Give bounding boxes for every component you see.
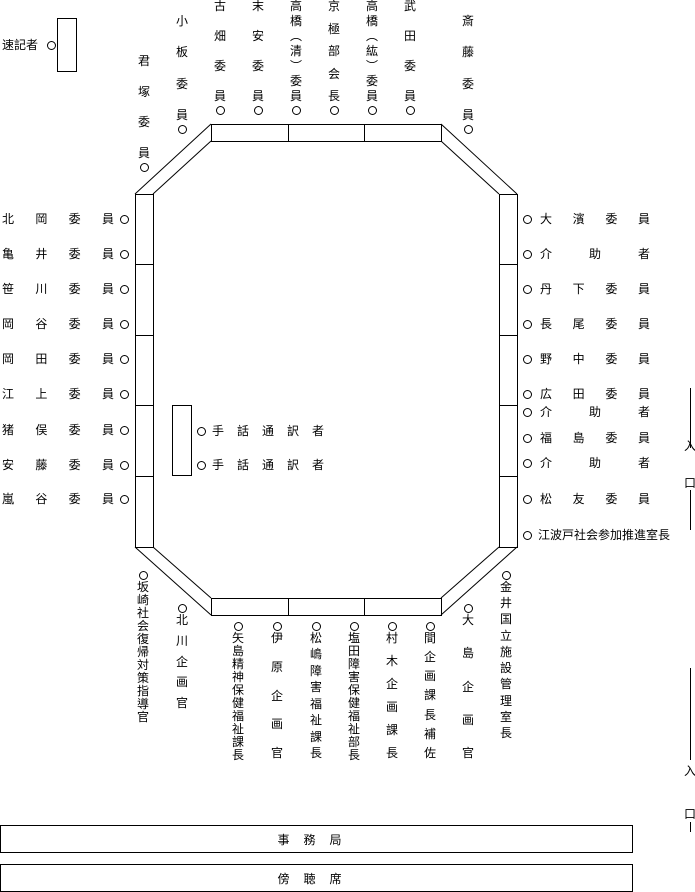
seat-marker [523,215,532,224]
seat-marker [120,461,129,470]
left-seat-label: 亀井委員 [2,247,114,261]
right-seat-label: 介助者 [540,405,650,419]
seat-marker [234,622,243,631]
seat-marker [426,622,435,631]
secretariat-label: 事務局 [277,832,356,847]
bottom-seat-label: 松嶋障害福祉課長 [309,631,322,760]
bottom-seat-label: 坂崎社会復帰対策指導官 [136,580,149,724]
top-seat-label: 古畑委員 [213,0,226,103]
entrance-2[interactable]: 入口 [683,764,695,821]
seat-marker [139,571,148,580]
left-seat-label: 北岡委員 [2,212,114,226]
seat-marker [120,320,129,329]
seat-marker [216,106,225,115]
seat-marker [523,459,532,468]
seat-marker [120,250,129,259]
bottom-seat-label: 伊原企画官 [270,631,283,760]
bottom-seat-label: 金井国立施設管理室長 [499,580,512,740]
left-seat-label: 安藤委員 [2,458,114,472]
seat-marker [292,106,301,115]
bottom-seat-label: 北川企画官 [175,613,188,710]
top-seat-label: 君塚委員 [137,54,150,160]
seat-marker [140,163,149,172]
right-seat-label: 丹下委員 [540,282,650,296]
left-seat-label: 江上委員 [2,387,114,401]
seat-marker [523,390,532,399]
top-seat-label: 京極部会長 [327,0,340,103]
right-seat-label: 福島委員 [540,431,650,445]
seat-marker [120,215,129,224]
seat-marker [120,355,129,364]
seat-marker [523,408,532,417]
seat-marker [330,106,339,115]
right-official-label: 江波戸社会参加推進室長 [538,528,671,542]
top-seat-label: 高橋︵紘︶委員 [365,0,378,103]
top-seat-label: 末安委員 [251,0,264,103]
seat-marker [388,622,397,631]
left-seat-label: 猪俣委員 [2,423,114,437]
seat-marker [273,622,282,631]
seat-marker [464,125,473,134]
bottom-seat-label: 塩田障害保健福祉部長 [347,631,360,762]
left-seat-label: 嵐谷委員 [2,492,114,506]
seat-marker [254,106,263,115]
interpreter-label: 手話通訳者 [212,458,324,472]
stenographer-label: 速記者 [2,38,39,52]
seat-marker [120,390,129,399]
top-seat-label: 小板委員 [175,14,188,122]
top-seat-label: 斎藤委員 [461,14,474,122]
left-seat-label: 笹川委員 [2,282,114,296]
left-seat-label: 岡田委員 [2,352,114,366]
seat-marker [523,285,532,294]
seat-marker [197,461,206,470]
seat-marker [197,427,206,436]
right-seat-label: 松友委員 [540,492,650,506]
bottom-seat-label: 村木企画課長 [385,631,398,760]
seat-marker [120,426,129,435]
seat-marker [523,250,532,259]
right-seat-label: 大濱委員 [540,212,650,226]
seat-marker [502,571,511,580]
right-seat-label: 野中委員 [540,352,650,366]
seat-marker [523,531,532,540]
right-seat-label: 介助者 [540,247,650,261]
seat-marker [350,622,359,631]
bottom-seat-label: 矢島精神保健福祉課長 [231,631,244,762]
seat-marker [178,604,187,613]
seat-marker [406,106,415,115]
seat-marker [178,125,187,134]
entrance-1[interactable]: 入口 [683,439,695,490]
top-seat-label: 武田委員 [403,0,416,103]
seat-marker [464,604,473,613]
seat-marker [523,320,532,329]
seat-marker [523,495,532,504]
secretariat-area: 事務局 [0,825,633,853]
left-seat-label: 岡谷委員 [2,317,114,331]
seat-marker [120,285,129,294]
right-seat-label: 長尾委員 [540,317,650,331]
bottom-seat-label: 間企画課長補佐 [423,631,436,760]
seat-marker [47,41,56,50]
seat-marker [523,434,532,443]
gallery-area: 傍聴席 [0,864,633,892]
seat-marker [312,622,321,631]
interpreter-label: 手話通訳者 [212,424,324,438]
right-seat-label: 介助者 [540,456,650,470]
bottom-seat-label: 大島企画官 [461,613,474,760]
seat-marker [523,355,532,364]
seat-marker [120,495,129,504]
gallery-label: 傍聴席 [277,871,356,886]
top-seat-label: 高橋︵清︶委員 [289,0,302,103]
seat-marker [368,106,377,115]
right-seat-label: 広田委員 [540,387,650,401]
